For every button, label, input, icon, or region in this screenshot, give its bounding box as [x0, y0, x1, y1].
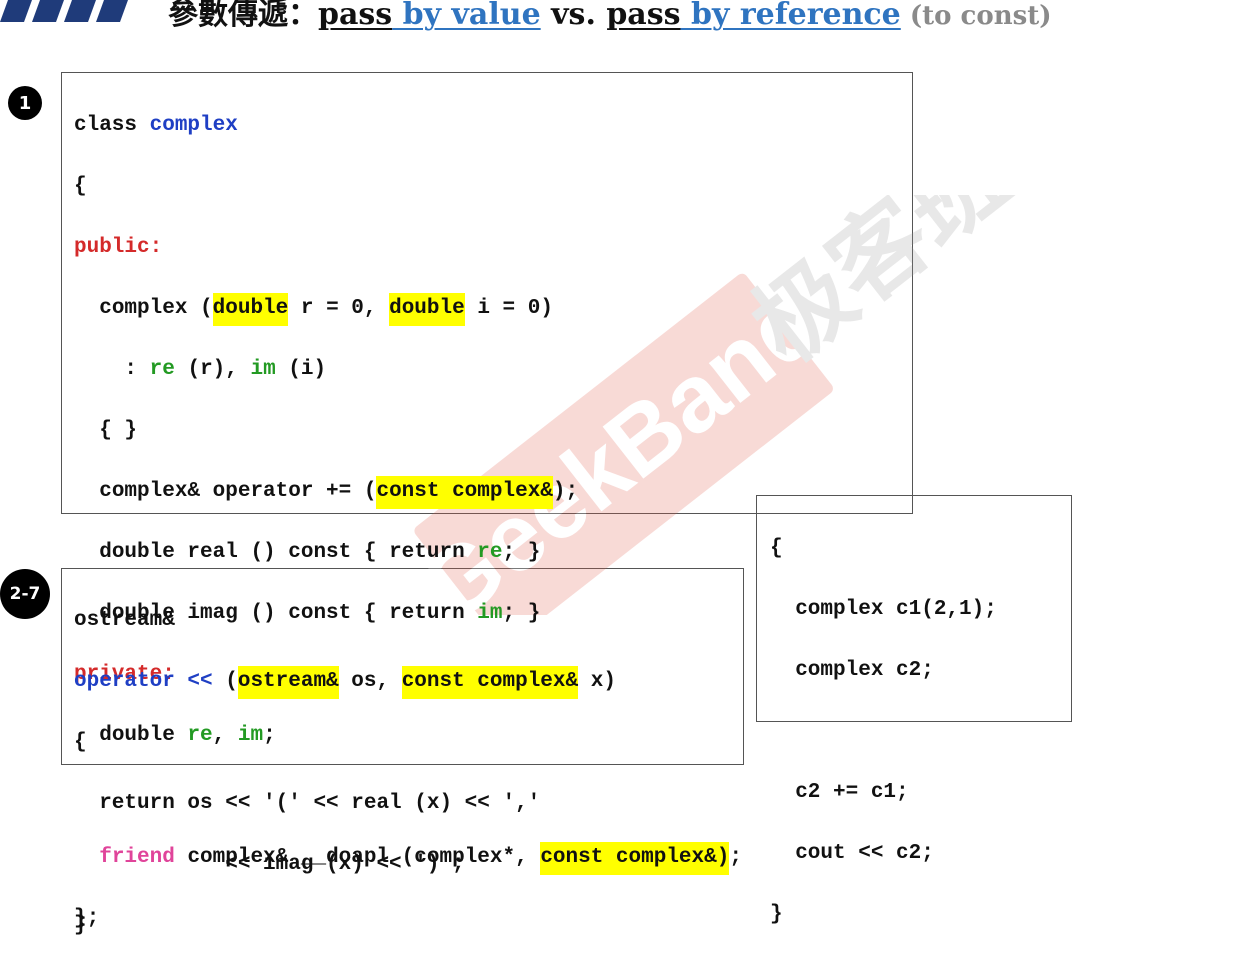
class-name: complex: [149, 113, 238, 137]
code-line: { }: [74, 416, 742, 447]
usage-code: { complex c1(2,1); complex c2; c2 += c1;…: [770, 503, 997, 961]
title-vs: vs.: [540, 0, 607, 32]
operator-keyword: operator <<: [74, 669, 213, 693]
member-re: re: [477, 540, 503, 564]
code-line: {: [770, 536, 783, 560]
code-line: }: [770, 902, 783, 926]
brace: {: [74, 730, 87, 754]
code-line: << imag (x) << ')';: [74, 850, 616, 881]
highlight-const-complex-ref: const complex&: [401, 665, 579, 699]
brace: }: [74, 913, 87, 937]
class-complex-code-box: [61, 72, 913, 514]
code-line: complex (double r = 0, double i = 0): [74, 292, 742, 326]
brace: {: [74, 174, 87, 198]
code-text: double real () const { return: [99, 540, 478, 564]
code-text: os,: [338, 669, 402, 693]
code-text: ;: [263, 723, 276, 747]
code-text: { }: [99, 418, 138, 442]
slide-title: 參數傳遞：pass by value vs. pass by reference…: [168, 0, 1052, 36]
member-re: re: [187, 723, 213, 747]
code-line: c2 += c1;: [770, 780, 909, 804]
step-badge-2-7: 2-7: [0, 569, 50, 619]
code-line: }: [74, 911, 616, 942]
ctor-name: complex (: [99, 296, 213, 320]
code-line: public:: [74, 233, 742, 264]
access-public: public:: [74, 235, 163, 259]
title-pass-1: pass: [318, 0, 393, 32]
highlight-double-2: double: [389, 292, 465, 326]
operator-output-code-box: [61, 568, 744, 765]
highlight-const-ref: const complex&: [376, 475, 553, 509]
code-line: private:: [74, 660, 742, 691]
code-line: ostream&: [74, 606, 616, 637]
code-text: ; }: [502, 601, 541, 625]
code-text: return os << '(' << real (x) << ',': [74, 791, 541, 815]
code-text: );: [552, 479, 579, 503]
code-line: {: [74, 172, 742, 203]
code-text: i = 0): [464, 296, 553, 320]
keyword-class: class: [74, 113, 138, 137]
usage-code-box: [756, 495, 1072, 722]
code-line: double imag () const { return im; }: [74, 599, 742, 630]
member-re: re: [149, 357, 175, 381]
title-by-value: by value: [392, 0, 541, 32]
code-text: (i): [275, 357, 327, 381]
title-pass-2: pass: [606, 0, 681, 32]
code-line: : re (r), im (i): [74, 355, 742, 386]
code-text: (r),: [174, 357, 251, 381]
highlight-ostream-ref: ostream&: [237, 665, 339, 699]
code-line: complex c1(2,1);: [770, 597, 997, 621]
code-text: ; }: [502, 540, 541, 564]
title-cjk: 參數傳遞：: [168, 0, 318, 32]
code-text: double: [99, 723, 188, 747]
code-text: ;: [729, 845, 742, 869]
highlight-double-1: double: [212, 292, 289, 326]
code-text: complex& operator += (: [99, 479, 377, 503]
access-private: private:: [74, 662, 175, 686]
code-line: class complex: [74, 111, 742, 142]
code-text: double imag () const { return: [99, 601, 478, 625]
member-im: im: [477, 601, 503, 625]
header-stripes-decoration: [0, 0, 128, 22]
code-line: {: [74, 728, 616, 759]
operator-output-code: ostream& operator << (ostream& os, const…: [74, 575, 616, 972]
code-text: x): [578, 669, 616, 693]
code-line: double re, im;: [74, 721, 742, 752]
member-im: im: [237, 723, 264, 747]
code-text: (: [212, 669, 238, 693]
code-text: ,: [212, 723, 238, 747]
title-to-const: (to const): [900, 1, 1052, 31]
step-badge-1: 1: [8, 86, 42, 120]
code-line: complex& operator += (const complex&);: [74, 475, 742, 509]
code-line: operator << (ostream& os, const complex&…: [74, 665, 616, 699]
title-by-reference: by reference: [680, 0, 901, 32]
code-line: complex c2;: [770, 658, 934, 682]
code-text: :: [99, 357, 150, 381]
code-line: double real () const { return re; }: [74, 538, 742, 569]
code-line: return os << '(' << real (x) << ',': [74, 789, 616, 820]
code-text: << imag (x) << ')';: [74, 852, 465, 876]
member-im: im: [250, 357, 276, 381]
return-type: ostream&: [74, 608, 175, 632]
code-text: r = 0,: [288, 296, 390, 320]
code-line: cout << c2;: [770, 841, 934, 865]
code-line: [770, 717, 997, 748]
